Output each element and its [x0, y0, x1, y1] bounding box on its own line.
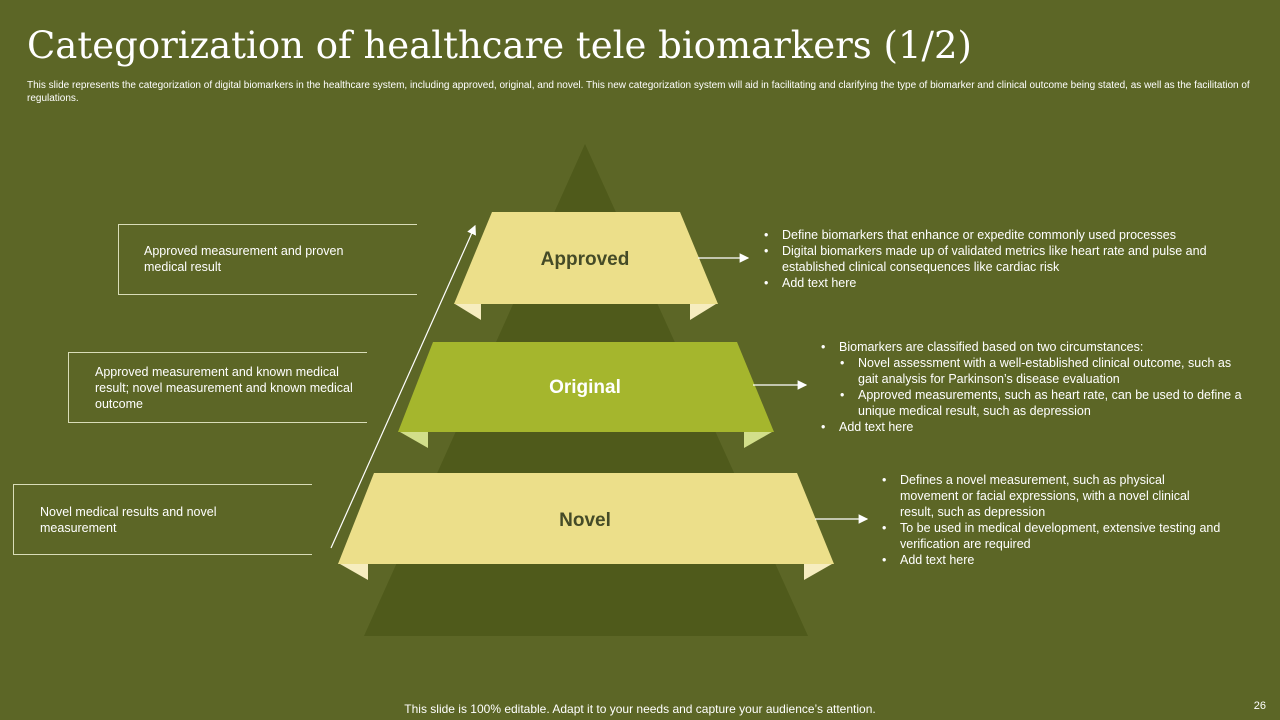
slide-title: Categorization of healthcare tele biomar… [27, 24, 972, 67]
tier-label-original: Original [549, 377, 621, 398]
bullet-item: Add text here [882, 552, 1222, 568]
bullet-item: Add text here [764, 275, 1209, 291]
ascending-arrow [330, 224, 476, 549]
original-band [398, 342, 774, 432]
slide-description: This slide represents the categorization… [27, 80, 1250, 104]
left-note-novel-text: Novel medical results and novel measurem… [40, 505, 217, 535]
original-bullets: Biomarkers are classified based on two c… [821, 339, 1251, 435]
sub-bullet-item: Novel assessment with a well-established… [821, 355, 1251, 387]
approved-band [454, 212, 718, 304]
page-number: 26 [1253, 700, 1266, 712]
tier-label-approved: Approved [541, 249, 630, 270]
bullet-item: Biomarkers are classified based on two c… [821, 339, 1251, 355]
original-band-fold-right [744, 432, 772, 448]
novel-band-fold-right [804, 564, 832, 580]
left-note-original-text: Approved measurement and known medical r… [95, 365, 353, 411]
left-note-original: Approved measurement and known medical r… [68, 352, 367, 423]
footer-note: This slide is 100% editable. Adapt it to… [404, 702, 876, 716]
bullet-item: Add text here [821, 419, 1251, 435]
left-note-novel: Novel medical results and novel measurem… [13, 484, 312, 555]
tier-label-novel: Novel [559, 510, 611, 531]
sub-bullet-item: Approved measurements, such as heart rat… [821, 387, 1251, 419]
bullet-item: Define biomarkers that enhance or expedi… [764, 227, 1209, 243]
left-note-approved-text: Approved measurement and proven medical … [144, 244, 344, 274]
original-band-fold-left [400, 432, 428, 448]
left-note-approved: Approved measurement and proven medical … [118, 224, 417, 295]
bullet-item: Digital biomarkers made up of validated … [764, 243, 1209, 275]
approved-band-fold-left [455, 304, 481, 320]
novel-band [338, 473, 834, 564]
approved-bullets: Define biomarkers that enhance or expedi… [764, 227, 1209, 291]
novel-band-fold-left [340, 564, 368, 580]
bullet-item: To be used in medical development, exten… [882, 520, 1222, 552]
novel-bullets: Defines a novel measurement, such as phy… [882, 472, 1222, 568]
bullet-item: Defines a novel measurement, such as phy… [882, 472, 1222, 520]
approved-band-fold-right [690, 304, 716, 320]
